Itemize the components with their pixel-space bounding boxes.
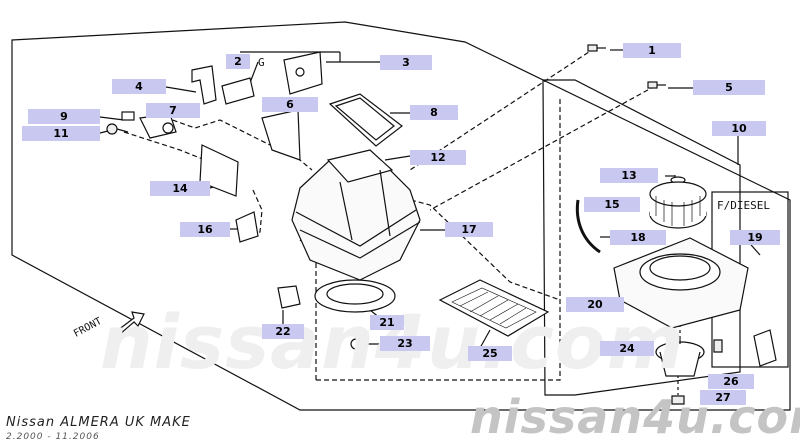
part-fan-15 [649, 181, 707, 229]
callout-8[interactable]: 8 [410, 105, 458, 120]
diesel-label: F/DIESEL [717, 199, 770, 212]
model-title: Nissan ALMERA UK MAKE [6, 415, 191, 430]
callout-3[interactable]: 3 [380, 55, 432, 70]
callout-2[interactable]: 2 [226, 54, 250, 69]
callout-21[interactable]: 21 [370, 315, 404, 330]
part-motor-24 [655, 336, 705, 377]
part-bracket-2 [221, 77, 255, 105]
model-date-range: 2.2000 - 11.2006 [6, 432, 100, 442]
part-blower-case-20 [613, 237, 749, 329]
part-screw-27 [671, 395, 685, 405]
callout-20[interactable]: 20 [566, 297, 624, 312]
callout-5[interactable]: 5 [693, 80, 765, 95]
callout-9[interactable]: 9 [28, 109, 100, 124]
callout-6[interactable]: 6 [262, 97, 318, 112]
part-filter-25 [438, 279, 550, 337]
callout-19[interactable]: 19 [730, 230, 780, 245]
callout-16[interactable]: 16 [180, 222, 230, 237]
callout-18[interactable]: 18 [610, 230, 666, 245]
callout-7[interactable]: 7 [146, 103, 200, 118]
callout-27[interactable]: 27 [700, 390, 746, 405]
part-clip-23 [350, 338, 362, 350]
watermark-bottom: nissan4u.com [470, 390, 800, 444]
part-clip-9 [121, 111, 135, 121]
callout-4[interactable]: 4 [112, 79, 166, 94]
part-resistor-22 [277, 285, 301, 309]
part-seal-16 [235, 211, 259, 243]
part-hose-18 [575, 199, 601, 254]
part-plate-3 [283, 51, 323, 95]
callout-11[interactable]: 11 [22, 126, 100, 141]
part-screw-1 [587, 44, 606, 52]
g-mark: G [258, 56, 265, 69]
part-diesel-19 [753, 329, 777, 367]
part-flap-6 [261, 109, 301, 161]
callout-17[interactable]: 17 [445, 222, 493, 237]
callout-14[interactable]: 14 [150, 181, 210, 196]
part-screw-26 [713, 339, 723, 353]
front-arrow [117, 311, 145, 335]
part-bolt-11 [106, 123, 129, 135]
part-ring-21 [314, 279, 396, 313]
callout-24[interactable]: 24 [600, 341, 654, 356]
part-bracket-4 [191, 65, 217, 105]
callout-10[interactable]: 10 [712, 121, 766, 136]
assembly-outline [11, 21, 791, 411]
blower-outline [542, 79, 741, 396]
callout-15[interactable]: 15 [584, 197, 640, 212]
callout-1[interactable]: 1 [623, 43, 681, 58]
part-screw-5 [647, 81, 666, 89]
callout-26[interactable]: 26 [708, 374, 754, 389]
callout-22[interactable]: 22 [262, 324, 304, 339]
part-housing-12-17 [291, 149, 421, 281]
callout-25[interactable]: 25 [468, 346, 512, 361]
part-gasket-8 [328, 93, 403, 147]
callout-12[interactable]: 12 [410, 150, 466, 165]
callout-13[interactable]: 13 [600, 168, 658, 183]
callout-23[interactable]: 23 [380, 336, 430, 351]
